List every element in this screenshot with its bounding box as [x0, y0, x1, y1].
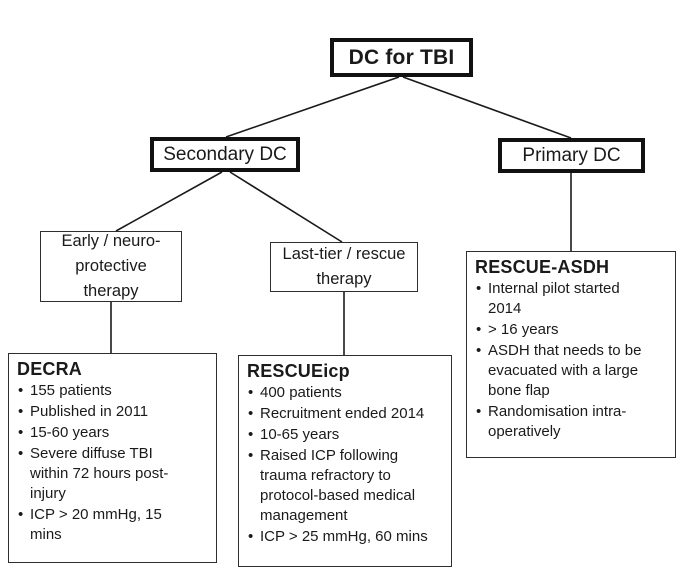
bullet-item: 10-65 years: [247, 425, 443, 445]
bullet-item: Randomisation intra- operatively: [475, 402, 667, 442]
bullet-item: ICP > 20 mmHg, 15 mins: [17, 505, 208, 545]
node-secondary-dc-label: Secondary DC: [163, 143, 287, 165]
bullet-item: 400 patients: [247, 383, 443, 403]
node-primary-dc: Primary DC: [498, 138, 645, 173]
connector-root-secondary: [225, 76, 400, 138]
trial-title-rescueicp: RESCUEicp: [247, 361, 350, 381]
trial-title-rescue-asdh: RESCUE-ASDH: [475, 257, 610, 277]
bullet-item: Recruitment ended 2014: [247, 404, 443, 424]
bullet-item: 155 patients: [17, 381, 208, 401]
trial-bullets-rescueicp: 400 patients Recruitment ended 2014 10-6…: [247, 383, 443, 547]
bullet-item: ASDH that needs to be evacuated with a l…: [475, 341, 667, 401]
node-dc-for-tbi-label: DC for TBI: [348, 45, 455, 69]
connector-root-primary: [402, 76, 572, 139]
node-secondary-dc: Secondary DC: [150, 137, 300, 172]
node-dc-for-tbi: DC for TBI: [330, 38, 473, 77]
trial-bullets-rescue-asdh: Internal pilot started 2014 > 16 years A…: [475, 279, 667, 442]
trial-card-rescueicp: RESCUEicp 400 patients Recruitment ended…: [238, 355, 452, 567]
trial-card-rescue-asdh: RESCUE-ASDH Internal pilot started 2014 …: [466, 251, 676, 458]
node-last-tier-therapy: Last-tier / rescue therapy: [270, 242, 418, 292]
bullet-item: ICP > 25 mmHg, 60 mins: [247, 527, 443, 547]
trial-card-decra: DECRA 155 patients Published in 2011 15-…: [8, 353, 217, 563]
trial-bullets-decra: 155 patients Published in 2011 15-60 yea…: [17, 381, 208, 545]
bullet-item: Internal pilot started 2014: [475, 279, 667, 319]
node-early-therapy: Early / neuro- protective therapy: [40, 231, 182, 302]
bullet-item: Raised ICP following trauma refractory t…: [247, 446, 443, 526]
connector-secondary-early: [115, 171, 223, 232]
node-early-therapy-label: Early / neuro- protective therapy: [61, 232, 161, 300]
node-primary-dc-label: Primary DC: [522, 144, 621, 166]
trial-title-decra: DECRA: [17, 359, 83, 379]
node-last-tier-therapy-label: Last-tier / rescue therapy: [282, 245, 406, 288]
bullet-item: Severe diffuse TBI within 72 hours post-…: [17, 444, 208, 504]
bullet-item: 15-60 years: [17, 423, 208, 443]
bullet-item: > 16 years: [475, 320, 667, 340]
bullet-item: Published in 2011: [17, 402, 208, 422]
connector-secondary-lasttier: [229, 171, 343, 243]
